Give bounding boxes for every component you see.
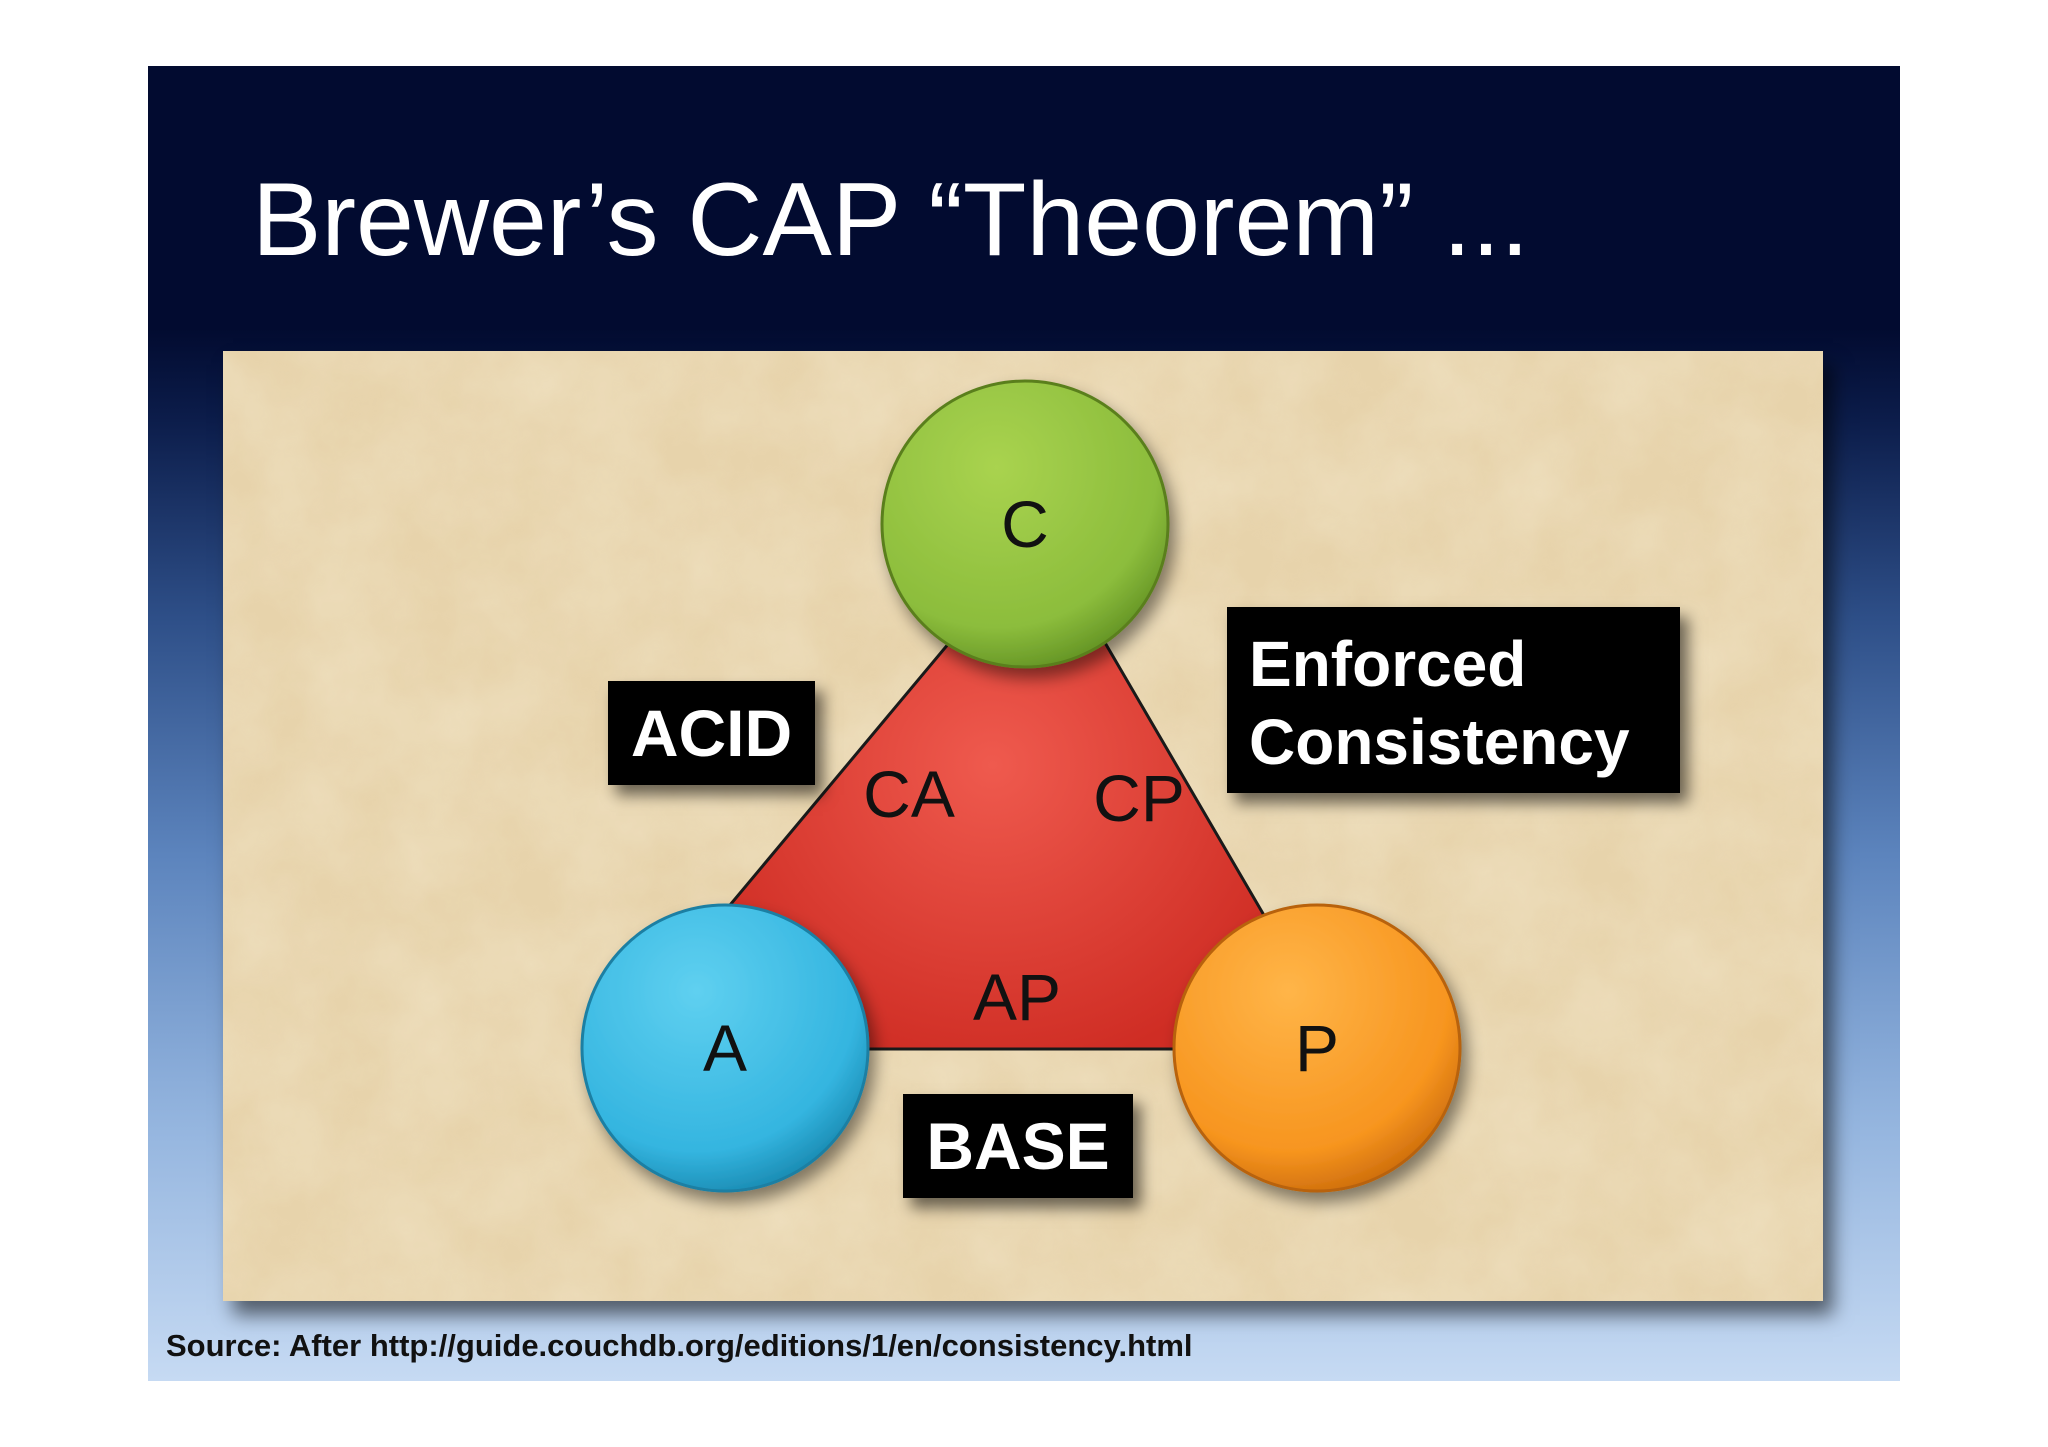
node-p-circle — [1172, 903, 1462, 1193]
cap-diagram: C A P CA CP AP — [223, 351, 1823, 1301]
node-a-circle — [580, 903, 870, 1193]
base-tag: BASE — [903, 1094, 1133, 1198]
enforced-consistency-line2: Consistency — [1249, 706, 1630, 778]
node-a: A — [580, 903, 870, 1193]
node-c: C — [880, 379, 1170, 669]
slide: Brewer’s CAP “Theorem” ... — [148, 66, 1900, 1381]
node-a-label: A — [703, 1011, 747, 1085]
acid-tag-text: ACID — [630, 696, 793, 770]
enforced-consistency-line1: Enforced — [1249, 628, 1527, 700]
edge-ca-label: CA — [863, 757, 955, 831]
edge-ap-label: AP — [973, 960, 1061, 1034]
node-p-label: P — [1295, 1011, 1339, 1085]
enforced-consistency-tag: Enforced Consistency — [1227, 607, 1680, 793]
node-p: P — [1172, 903, 1462, 1193]
diagram-canvas: C A P CA CP AP ACID Enforced Consistency… — [223, 351, 1823, 1301]
node-c-label: C — [1001, 487, 1049, 561]
base-tag-text: BASE — [926, 1109, 1110, 1183]
acid-tag: ACID — [608, 681, 815, 785]
node-c-circle — [880, 379, 1170, 669]
slide-title: Brewer’s CAP “Theorem” ... — [252, 162, 1530, 278]
edge-cp-label: CP — [1093, 761, 1185, 835]
source-citation: Source: After http://guide.couchdb.org/e… — [166, 1328, 1193, 1363]
